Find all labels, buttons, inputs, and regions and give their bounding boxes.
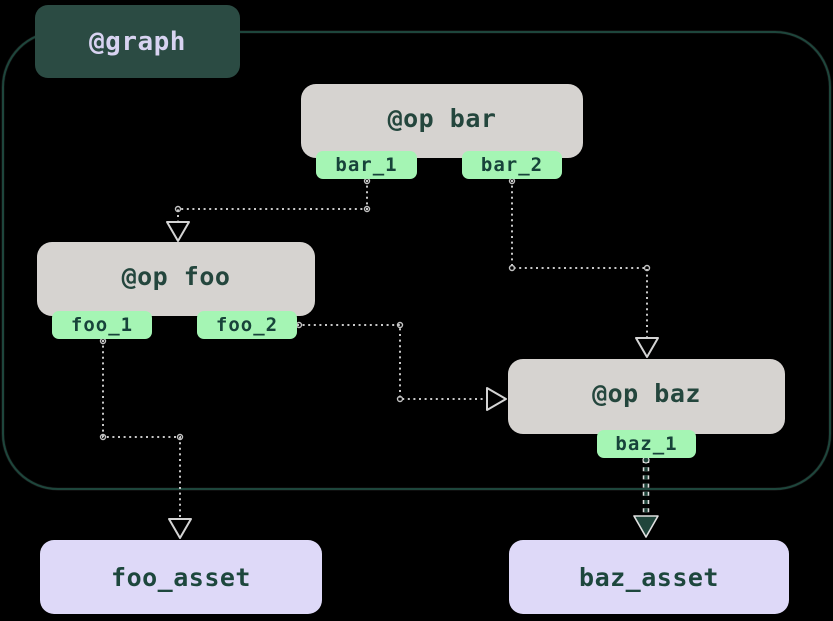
output-tag-label: bar_2 <box>480 154 544 176</box>
edge-foo_2-to-op-baz <box>295 321 507 411</box>
edge-bar_2-to-op-baz <box>508 177 659 358</box>
edge-joint-dot <box>508 264 516 272</box>
graph-boundary <box>2 31 831 490</box>
edge-baz_1-to-baz_asset <box>633 456 659 538</box>
asset-label: baz_asset <box>579 562 719 592</box>
output-tag-bar_2[interactable]: bar_2 <box>462 151 562 179</box>
graph-label-text: @graph <box>89 26 186 57</box>
asset-node-baz_asset[interactable]: baz_asset <box>509 540 789 614</box>
output-tag-label: foo_2 <box>215 314 279 336</box>
edge-line <box>102 340 181 528</box>
op-title: @op bar <box>387 104 497 133</box>
edge-joint-dot <box>174 205 182 213</box>
edge-joint-dot <box>396 321 404 329</box>
output-tag-label: bar_1 <box>335 154 398 176</box>
arrowhead-right-icon <box>486 387 507 411</box>
edge-foo_1-to-foo_asset <box>99 337 192 539</box>
output-tag-foo_2[interactable]: foo_2 <box>197 311 297 339</box>
output-tag-baz_1[interactable]: baz_1 <box>597 430 696 458</box>
edge-joint-dot <box>363 205 371 213</box>
arrowhead-down-icon <box>635 337 659 358</box>
edge-joint-dot <box>176 433 184 441</box>
edge-line <box>177 180 368 231</box>
output-tag-foo_1[interactable]: foo_1 <box>52 311 152 339</box>
op-title: @op baz <box>592 379 701 408</box>
output-tag-bar_1[interactable]: bar_1 <box>316 151 417 179</box>
asset-node-foo_asset[interactable]: foo_asset <box>40 540 322 614</box>
edge-joint-dot <box>99 433 107 441</box>
op-title: @op foo <box>121 262 231 291</box>
edge-joint-dot <box>396 395 404 403</box>
output-tag-label: foo_1 <box>70 314 134 336</box>
arrowhead-down-icon <box>166 221 190 242</box>
op-node-foo[interactable]: @op foo <box>37 242 315 316</box>
arrowhead-down-icon <box>633 515 659 538</box>
edge-bar_1-to-op-foo <box>166 177 371 242</box>
output-tag-label: baz_1 <box>615 433 678 455</box>
op-node-baz[interactable]: @op baz <box>508 359 785 434</box>
arrowhead-down-icon <box>168 518 192 539</box>
op-node-bar[interactable]: @op bar <box>301 84 583 158</box>
asset-label: foo_asset <box>111 562 251 592</box>
edge-line <box>511 180 648 347</box>
graph-label: @graph <box>35 5 240 78</box>
edge-joint-dot <box>643 264 651 272</box>
edge-line <box>297 324 496 400</box>
